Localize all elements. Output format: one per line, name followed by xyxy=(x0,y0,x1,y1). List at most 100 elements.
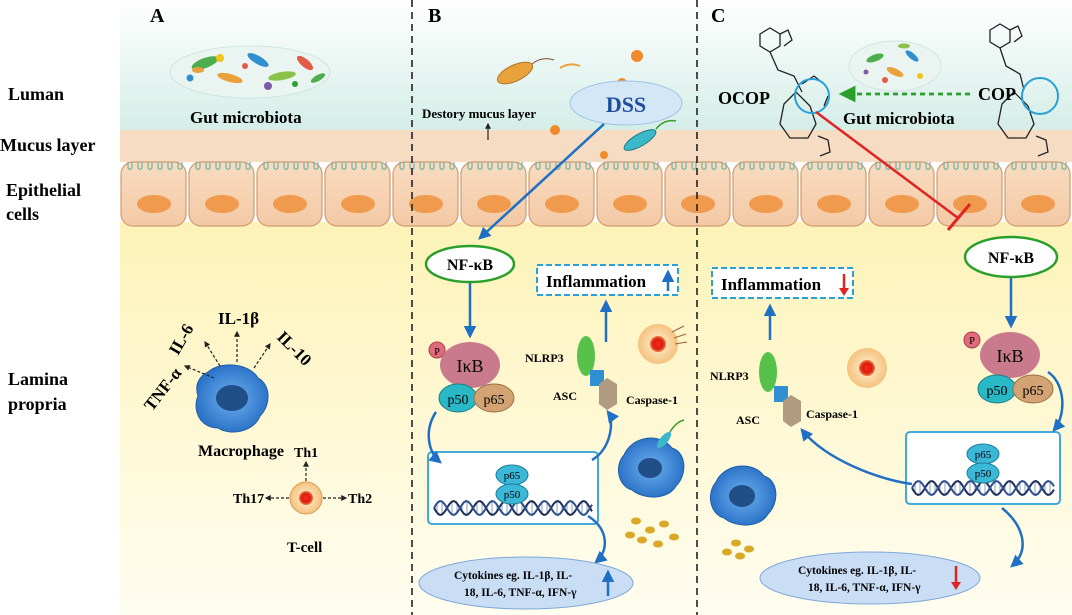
inhibition-bar xyxy=(946,203,972,231)
microvilli xyxy=(603,162,659,171)
epithelial-nucleus xyxy=(885,195,919,213)
epithelial-cell xyxy=(868,161,935,227)
epithelial-cell xyxy=(528,161,595,227)
cytokines-ellipse-b xyxy=(418,556,634,610)
cytokine-dots-c xyxy=(722,539,754,560)
row-label-epithelial-1: Epithelial xyxy=(6,180,81,200)
cell-c xyxy=(847,348,887,388)
dss-label: DSS xyxy=(606,92,646,117)
mucus-layer xyxy=(120,130,1072,162)
epithelial-cell xyxy=(188,161,255,227)
dna-strand xyxy=(911,480,1055,496)
cytokines-line1-b: Cytokines eg. IL-1β, IL- xyxy=(454,570,572,582)
microvilli xyxy=(671,162,727,171)
t-cell-a xyxy=(289,481,323,515)
epithelial-cell xyxy=(1004,161,1071,227)
p50-label-c: p50 xyxy=(987,384,1008,399)
panel-letter-c: C xyxy=(711,5,725,27)
microvilli xyxy=(127,162,183,171)
epithelial-nucleus xyxy=(681,195,715,213)
epithelial-nucleus xyxy=(409,195,443,213)
macrophage-b xyxy=(617,419,685,498)
inflammasome-b xyxy=(577,336,617,410)
macrophage-c xyxy=(709,465,777,526)
microvilli xyxy=(331,162,387,171)
microvilli xyxy=(875,162,931,171)
cytokines-line2-c: 18, IL-6, TNF-α, IFN-γ xyxy=(808,582,921,594)
cytokines-line2-b: 18, IL-6, TNF-α, IFN-γ xyxy=(464,587,577,599)
inflammasome-c xyxy=(759,352,801,427)
epithelial-nucleus xyxy=(273,195,307,213)
epithelial-cell xyxy=(800,161,867,227)
nfkb-label-b: NF-κB xyxy=(447,257,494,274)
inflammation-label-c: Inflammation xyxy=(721,275,822,294)
inflammation-label-b: Inflammation xyxy=(546,272,647,291)
p65-label-b: p65 xyxy=(484,393,505,408)
dna-p65-label-c: p65 xyxy=(975,449,992,461)
th17-label: Th17 xyxy=(233,492,264,507)
microvilli xyxy=(535,162,591,171)
cytokines-line1-c: Cytokines eg. IL-1β, IL- xyxy=(798,565,916,577)
dna-p50-label-c: p50 xyxy=(975,468,992,480)
ikb-complex-b xyxy=(428,341,515,413)
p-label-c: P xyxy=(969,336,975,347)
epithelial-nucleus xyxy=(545,195,579,213)
inhibition-line xyxy=(815,110,959,220)
epithelial-nucleus xyxy=(477,195,511,213)
microvilli xyxy=(739,162,795,171)
epithelial-cell xyxy=(936,161,1003,227)
dna-strand xyxy=(433,500,593,516)
row-label-epithelial-2: cells xyxy=(6,204,39,224)
ikb-label-c: IκB xyxy=(996,346,1023,366)
epithelial-nucleus xyxy=(749,195,783,213)
ocop-molecule xyxy=(759,27,831,157)
epithelial-cell xyxy=(324,161,391,227)
caspase-label-b: Caspase-1 xyxy=(626,393,678,407)
epithelial-cell xyxy=(732,161,799,227)
microvilli xyxy=(807,162,863,171)
microvilli xyxy=(943,162,999,171)
infected-cell-b xyxy=(638,324,688,364)
nlrp3-label-b: NLRP3 xyxy=(525,351,564,365)
th2-label: Th2 xyxy=(348,492,372,507)
epithelial-nucleus xyxy=(817,195,851,213)
epithelial-nucleus xyxy=(613,195,647,213)
p65-p50-dimer-b xyxy=(495,464,529,505)
ocop-label: OCOP xyxy=(718,88,770,108)
p65-label-c: p65 xyxy=(1023,384,1044,399)
p65-p50-dimer-c xyxy=(966,443,1000,484)
microvilli xyxy=(1011,162,1067,171)
destroy-mucus-label: Destory mucus layer xyxy=(422,106,536,121)
gut-microbiota-cluster-c xyxy=(848,40,942,92)
inflammation-box-b xyxy=(536,264,679,296)
panel-letter-b: B xyxy=(428,5,441,27)
epithelial-nucleus xyxy=(137,195,171,213)
asc-label-b: ASC xyxy=(553,389,577,403)
inflammation-box-c xyxy=(711,267,854,299)
dna-helix-b xyxy=(433,500,593,516)
epithelial-cell xyxy=(460,161,527,227)
dna-p50-label-b: p50 xyxy=(504,489,521,501)
p50-label-b: p50 xyxy=(448,393,469,408)
nfkb-label-c: NF-κB xyxy=(988,250,1035,267)
gut-microbiota-label-c: Gut microbiota xyxy=(843,109,955,128)
nfkb-ellipse-b xyxy=(424,244,516,284)
cytokine-dots-b xyxy=(625,517,679,548)
th1-label: Th1 xyxy=(294,446,318,461)
microvilli xyxy=(263,162,319,171)
dna-p65-label-b: p65 xyxy=(504,470,521,482)
epithelial-nucleus xyxy=(1021,195,1055,213)
nfkb-ellipse-c xyxy=(963,235,1059,279)
epithelial-cell xyxy=(392,161,459,227)
row-label-lamina-2: propria xyxy=(8,394,67,414)
dss-ellipse xyxy=(569,80,683,126)
ikb-complex-c xyxy=(963,331,1054,404)
row-label-lamina-1: Lamina xyxy=(8,369,68,389)
nlrp3-label-c: NLRP3 xyxy=(710,369,749,383)
panel-b: DSS Destory mucus layer NF-κB Inflammati… xyxy=(418,50,688,610)
macrophage-a xyxy=(195,364,269,433)
panel-letter-a: A xyxy=(150,5,165,27)
epithelial-nucleus xyxy=(205,195,239,213)
